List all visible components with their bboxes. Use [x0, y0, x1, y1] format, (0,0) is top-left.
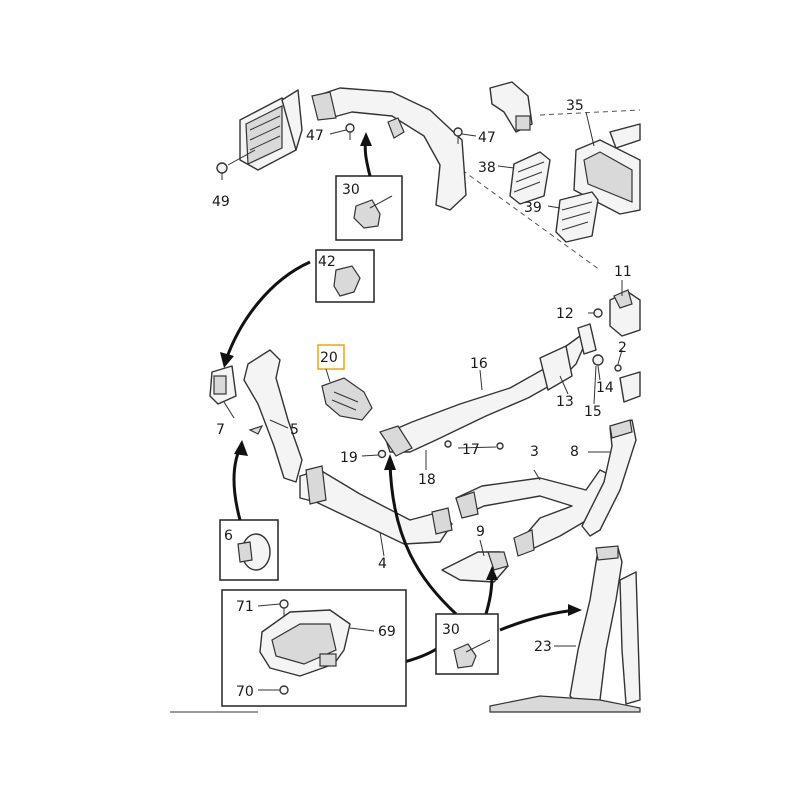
- callout-11: 11: [614, 264, 632, 280]
- arrowhead: [568, 604, 582, 616]
- duct-connector-9: [441, 551, 509, 583]
- callout-49: 49: [212, 194, 230, 210]
- callout-4: 4: [378, 556, 387, 572]
- leader-lines: [223, 111, 623, 691]
- callout-16: 16: [470, 356, 488, 372]
- duct-adapter-7: [209, 365, 237, 405]
- screw-17a: [444, 440, 452, 448]
- callout-69: 69: [378, 624, 396, 640]
- bracket-42: [333, 265, 361, 297]
- upper-duct: [315, 87, 467, 211]
- callout-47-right: 47: [478, 130, 496, 146]
- actuator-69: [259, 609, 351, 677]
- callout-18: 18: [418, 472, 436, 488]
- screw-47b: [453, 127, 463, 137]
- arrow-6-to-5: [232, 447, 242, 521]
- arrow-30-to-18: [388, 461, 458, 616]
- arrowhead: [384, 454, 396, 470]
- callout-20: 20: [320, 350, 338, 366]
- washer-70: [279, 685, 289, 695]
- screw-17b: [496, 442, 504, 450]
- arrowhead: [220, 352, 234, 368]
- callout-39: 39: [524, 200, 542, 216]
- air-vent-left: [239, 89, 303, 171]
- push-clip-6: [237, 533, 271, 571]
- callout-7: 7: [216, 422, 225, 438]
- callout-17: 17: [462, 442, 480, 458]
- highlight-box-20: [317, 344, 345, 370]
- callout-47-left: 47: [306, 128, 324, 144]
- control-module-20: [321, 377, 373, 421]
- callout-6: 6: [224, 528, 233, 544]
- callout-70: 70: [236, 684, 254, 700]
- screw-47a: [345, 123, 355, 133]
- bracket-11: [609, 289, 641, 337]
- duct-5: [243, 349, 303, 483]
- arrowhead: [486, 566, 498, 580]
- duct-23: [569, 547, 623, 707]
- screw-49: [216, 162, 228, 180]
- grille-39: [555, 191, 599, 243]
- callout-30-bottom: 30: [442, 622, 460, 638]
- callout-19: 19: [340, 450, 358, 466]
- duct-8: [581, 419, 637, 537]
- callout-35: 35: [566, 98, 584, 114]
- arrow-30-to-23: [499, 608, 577, 632]
- duct-3: [455, 469, 613, 551]
- callout-71: 71: [236, 599, 254, 615]
- screw-12: [593, 308, 603, 318]
- callout-13: 13: [556, 394, 574, 410]
- callout-14: 14: [596, 380, 614, 396]
- floor-duct-partial: [489, 695, 641, 713]
- callout-15: 15: [584, 404, 602, 420]
- clip-30-bottom: [453, 639, 491, 669]
- arrowhead: [360, 132, 372, 146]
- callout-30-top: 30: [342, 182, 360, 198]
- callout-9: 9: [476, 524, 485, 540]
- screw-2: [614, 364, 622, 372]
- clip-30-top: [353, 195, 393, 229]
- callout-5: 5: [290, 422, 299, 438]
- callout-42: 42: [318, 254, 336, 270]
- main-duct-16: [383, 335, 585, 453]
- callout-23: 23: [534, 639, 552, 655]
- arrowhead: [234, 440, 248, 456]
- callout-2: 2: [618, 340, 627, 356]
- arrow-42-to-7: [224, 260, 311, 361]
- dashed-guide: [539, 109, 641, 116]
- duct-connector-top-right: [489, 81, 533, 133]
- screw-19: [377, 449, 387, 459]
- washer-14: [592, 354, 604, 366]
- clip-upper: [387, 117, 405, 139]
- upper-duct-end: [311, 91, 337, 121]
- duct-right-upper: [619, 371, 641, 403]
- dashed-guide: [454, 164, 601, 271]
- grille-38: [509, 151, 551, 205]
- callout-12: 12: [556, 306, 574, 322]
- callout-38: 38: [478, 160, 496, 176]
- callout-3: 3: [530, 444, 539, 460]
- callout-8: 8: [570, 444, 579, 460]
